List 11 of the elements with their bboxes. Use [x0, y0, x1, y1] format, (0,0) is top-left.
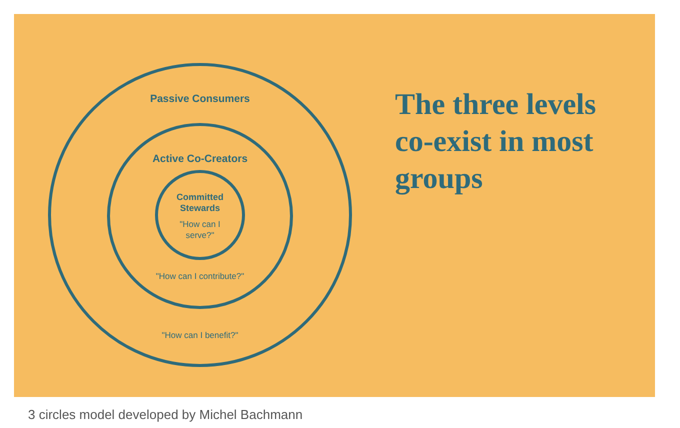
caption: 3 circles model developed by Michel Bachmann	[28, 407, 303, 423]
question-text: "How can I benefit?"	[162, 330, 238, 341]
level-heading: Active Co-Creators	[152, 153, 248, 166]
question-text: "How can I contribute?"	[156, 271, 244, 282]
inner-circle	[155, 170, 245, 260]
question-text: "How can I serve?"	[178, 219, 222, 241]
heading: The three levels co-exist in most groups	[395, 87, 598, 197]
level-heading: Committed Stewards	[176, 192, 224, 214]
middle-circle	[107, 123, 293, 309]
level-heading: Passive Consumers	[150, 93, 250, 106]
outer-circle	[48, 63, 352, 367]
